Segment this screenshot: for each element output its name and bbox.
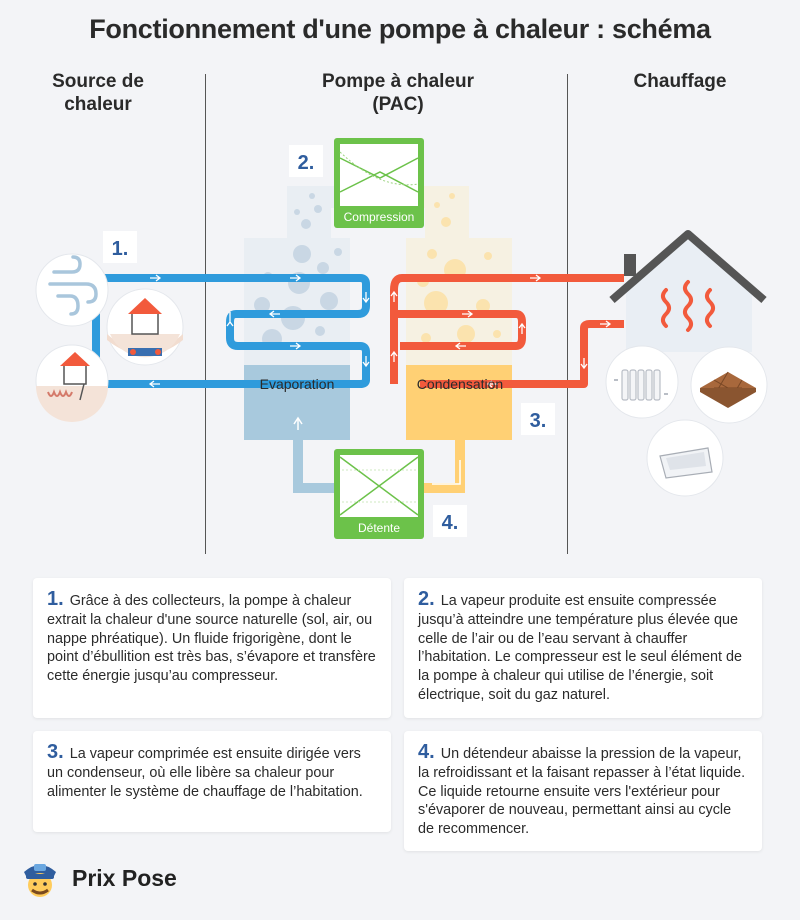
step-card-2-number: 2.: [418, 588, 435, 610]
column-header-heating: Chauffage: [633, 71, 727, 92]
step-card-2: 2.La vapeur produite est ensuite compres…: [404, 578, 762, 718]
step-card-3: 3.La vapeur comprimée est ensuite dirigé…: [33, 731, 391, 832]
step-card-4: 4.Un détendeur abaisse la pression de la…: [404, 731, 762, 851]
step-card-4-number: 4.: [418, 741, 435, 763]
water-table-source-icon: [35, 344, 109, 422]
step-card-2-text: La vapeur produite est ensuite compressé…: [418, 593, 742, 703]
column-divider-right: [567, 74, 568, 554]
bathtub-icon: [646, 419, 724, 497]
step-marker-4-label: 4.: [442, 512, 459, 534]
brand-name: Prix Pose: [72, 864, 177, 891]
column-header-source: Source de chaleur: [52, 71, 144, 115]
floor-heating-icon: [690, 346, 768, 424]
compressor-box: [334, 138, 424, 228]
step-marker-2-label: 2.: [298, 152, 315, 174]
liquid-return-pipe-right: [420, 420, 465, 493]
heat-waves-icon: [661, 280, 715, 332]
evaporation-label: Evaporation: [260, 376, 335, 392]
step-marker-1: 1.: [103, 231, 137, 263]
brand: Prix Pose: [20, 856, 177, 900]
house-icon: [609, 230, 767, 352]
step-marker-1-label: 1.: [112, 238, 129, 260]
step-card-4-text: Un détendeur abaisse la pression de la v…: [418, 746, 746, 838]
step-marker-2: 2.: [289, 145, 323, 177]
compression-label: Compression: [344, 210, 415, 224]
prix-pose-logo-icon: [24, 864, 56, 897]
step-card-1-number: 1.: [47, 588, 64, 610]
page-title: Fonctionnement d'une pompe à chaleur : s…: [89, 14, 711, 44]
expansion-valve-box: [334, 449, 424, 539]
step-marker-3: 3.: [521, 403, 555, 435]
cold-pipe: [92, 274, 370, 388]
column-divider-left: [205, 74, 206, 554]
step-card-1-text: Grâce à des collecteurs, la pompe à chal…: [47, 593, 376, 685]
detente-label: Détente: [358, 521, 400, 535]
step-card-3-text: La vapeur comprimée est ensuite dirigée …: [47, 746, 363, 800]
ground-source-icon: [106, 288, 184, 366]
step-card-1: 1.Grâce à des collecteurs, la pompe à ch…: [33, 578, 391, 718]
liquid-return-pipe-left: [293, 420, 336, 493]
air-source-icon: [35, 253, 109, 327]
condensation-label: Condensation: [417, 376, 503, 392]
step-card-3-number: 3.: [47, 741, 64, 763]
step-marker-3-label: 3.: [530, 410, 547, 432]
step-marker-4: 4.: [433, 505, 467, 537]
column-header-pac: Pompe à chaleur (PAC): [321, 71, 475, 115]
heat-pump-diagram: Compression Détente Evaporation Condensa…: [35, 138, 768, 539]
radiator-icon: [605, 345, 679, 419]
